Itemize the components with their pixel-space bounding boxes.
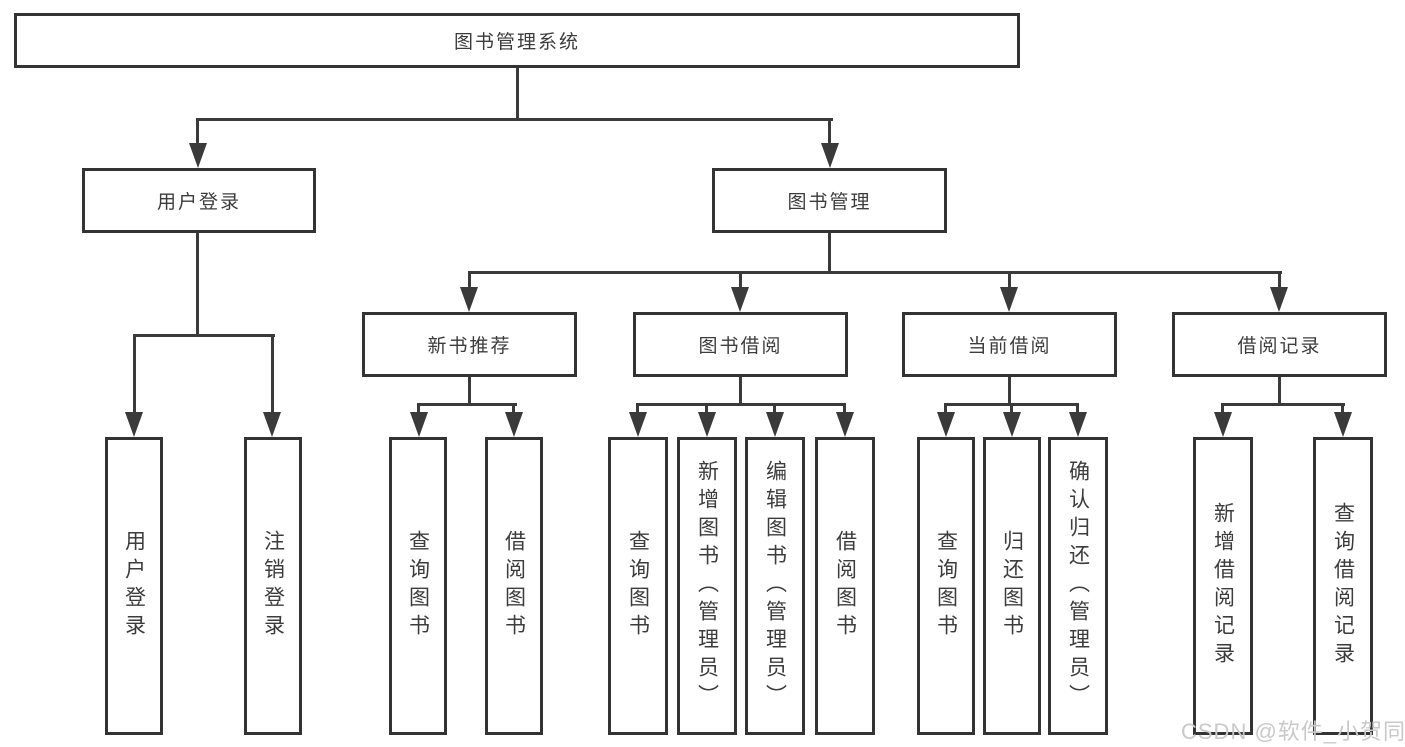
leaf-borrow-books-label: 借阅图书 xyxy=(833,530,857,642)
leaf-query-books-current-label: 查询图书 xyxy=(934,530,958,642)
leaf-add-borrow-record-label: 新增借阅记录 xyxy=(1211,502,1235,670)
leaf-query-books-recommend-label: 查询图书 xyxy=(406,530,430,642)
node-root-label: 图书管理系统 xyxy=(453,32,580,53)
leaf-query-borrow-record-label: 查询借阅记录 xyxy=(1331,502,1355,670)
connector-line xyxy=(196,233,199,336)
down-arrowhead xyxy=(836,412,854,437)
leaf-borrow-books-recommend: 借阅图书 xyxy=(485,437,543,735)
node-current-borrowing-label: 当前借阅 xyxy=(967,336,1052,357)
leaf-add-books-admin-label: 新增图书（管理员） xyxy=(695,460,719,712)
down-arrowhead xyxy=(766,412,784,437)
down-arrowhead xyxy=(731,287,749,312)
node-book-borrowing: 图书借阅 xyxy=(633,312,848,377)
connector-line xyxy=(512,403,515,417)
leaf-query-books-recommend: 查询图书 xyxy=(389,437,447,735)
down-arrowhead xyxy=(1000,287,1018,312)
leaf-borrow-books-recommend-label: 借阅图书 xyxy=(502,530,526,642)
connector-line xyxy=(828,233,831,274)
csdn-watermark: CSDN @软件_小贺同学 xyxy=(1181,719,1405,744)
node-root-library-system: 图书管理系统 xyxy=(14,13,1020,68)
connector-line xyxy=(196,118,199,146)
leaf-user-login: 用户登录 xyxy=(105,437,163,735)
leaf-confirm-return-admin: 确认归还（管理员） xyxy=(1048,437,1108,735)
down-arrowhead xyxy=(937,412,955,437)
down-arrowhead xyxy=(698,412,716,437)
down-arrowhead xyxy=(410,412,428,437)
down-arrowhead xyxy=(460,287,478,312)
connector-line xyxy=(417,403,517,406)
connector-line xyxy=(196,118,833,121)
leaf-add-books-admin: 新增图书（管理员） xyxy=(677,437,737,735)
connector-line xyxy=(773,403,776,417)
connector-line xyxy=(417,403,420,417)
down-arrowhead xyxy=(629,412,647,437)
connector-line xyxy=(1221,403,1224,417)
connector-line xyxy=(739,377,742,406)
node-new-book-recommend: 新书推荐 xyxy=(362,312,577,377)
down-arrowhead xyxy=(1334,412,1352,437)
connector-line xyxy=(133,334,136,416)
connector-line xyxy=(1278,271,1281,291)
connector-line xyxy=(1076,403,1079,417)
connector-line xyxy=(739,271,742,291)
connector-line xyxy=(271,334,274,416)
connector-line xyxy=(636,403,846,406)
connector-line xyxy=(468,271,471,291)
down-arrowhead xyxy=(125,412,143,437)
node-book-borrowing-label: 图书借阅 xyxy=(698,336,783,357)
leaf-query-books-borrow-label: 查询图书 xyxy=(626,530,650,642)
down-arrowhead xyxy=(1270,287,1288,312)
connector-line xyxy=(1341,403,1344,417)
down-arrowhead xyxy=(1214,412,1232,437)
leaf-add-borrow-record: 新增借阅记录 xyxy=(1193,437,1253,735)
down-arrowhead xyxy=(263,412,281,437)
node-book-management: 图书管理 xyxy=(712,168,947,233)
connector-line xyxy=(1222,403,1345,406)
node-borrowing-records: 借阅记录 xyxy=(1172,312,1387,377)
leaf-borrow-books: 借阅图书 xyxy=(815,437,875,735)
connector-line xyxy=(944,403,947,417)
connector-line xyxy=(1278,377,1281,406)
node-borrowing-records-label: 借阅记录 xyxy=(1237,336,1322,357)
down-arrowhead xyxy=(821,143,839,168)
node-user-login-label: 用户登录 xyxy=(156,192,241,213)
down-arrowhead xyxy=(1069,412,1087,437)
leaf-query-borrow-record: 查询借阅记录 xyxy=(1313,437,1373,735)
leaf-query-books-current: 查询图书 xyxy=(917,437,975,735)
connector-line xyxy=(828,118,831,146)
node-user-login: 用户登录 xyxy=(82,168,316,233)
connector-line xyxy=(1010,403,1013,417)
node-book-management-label: 图书管理 xyxy=(787,192,872,213)
connector-line xyxy=(516,66,519,119)
leaf-edit-books-admin-label: 编辑图书（管理员） xyxy=(763,460,787,712)
leaf-logout-label: 注销登录 xyxy=(261,530,285,642)
down-arrowhead xyxy=(505,412,523,437)
connector-line xyxy=(133,334,275,337)
leaf-return-books-label: 归还图书 xyxy=(1000,530,1024,642)
leaf-logout: 注销登录 xyxy=(244,437,302,735)
node-new-book-recommend-label: 新书推荐 xyxy=(427,336,512,357)
down-arrowhead xyxy=(1003,412,1021,437)
connector-line xyxy=(705,403,708,417)
connector-line xyxy=(468,377,471,406)
leaf-confirm-return-admin-label: 确认归还（管理员） xyxy=(1066,460,1090,712)
connector-line xyxy=(468,271,1282,274)
connector-line xyxy=(843,403,846,417)
leaf-return-books: 归还图书 xyxy=(983,437,1041,735)
connector-line xyxy=(636,403,639,417)
leaf-query-books-borrow: 查询图书 xyxy=(608,437,668,735)
leaf-user-login-label: 用户登录 xyxy=(122,530,146,642)
connector-line xyxy=(1008,377,1011,406)
down-arrowhead xyxy=(189,143,207,168)
connector-line xyxy=(1008,271,1011,291)
node-current-borrowing: 当前借阅 xyxy=(902,312,1117,377)
leaf-edit-books-admin: 编辑图书（管理员） xyxy=(745,437,805,735)
